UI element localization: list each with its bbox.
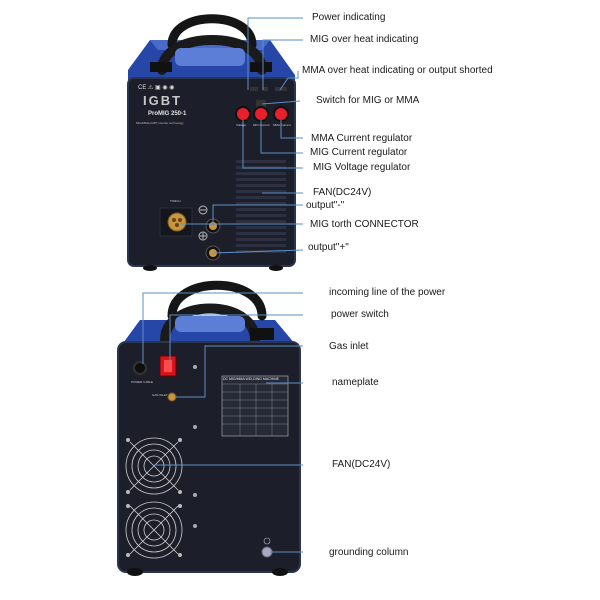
knob-label-mig-current: MIG Current (253, 123, 270, 127)
back-machine-illustration (117, 280, 303, 576)
torch-label: TORCH (170, 199, 181, 203)
callout-mig-voltage-regulator: MIG Voltage regulator (313, 162, 411, 173)
callout-nameplate: nameplate (332, 377, 379, 388)
front-cert-marks: CE ⚠ ▣ ◉ ◉ (138, 85, 175, 91)
callout-mma-current-regulator: MMA Current regulator (311, 133, 413, 144)
callout-back-fan: FAN(DC24V) (332, 459, 391, 470)
callout-gas-inlet: Gas inlet (329, 341, 369, 352)
front-view-machine: CE ⚠ ▣ ◉ ◉ IGBT ProMIG 250-1 MIG/MMA-IGB… (0, 0, 600, 280)
front-brand-logo: IGBT (143, 93, 183, 108)
knob-label-voltage: Voltage (236, 123, 247, 127)
callout-output-positive: output"+" (308, 242, 349, 253)
callout-mig-over-heat: MIG over heat indicating (310, 34, 419, 45)
back-view-machine: POWER CABLE GAS INLET DC MIG/MMA WELDING… (0, 280, 600, 600)
callout-mig-current-regulator: MIG Current regulator (310, 147, 408, 158)
callout-mig-mma-switch: Switch for MIG or MMA (316, 95, 420, 106)
front-model-name: ProMIG 250-1 (148, 111, 187, 117)
rear-fan-lower (125, 501, 183, 559)
callout-mma-over-heat: MMA over heat indicating or output short… (302, 65, 493, 76)
callout-power-switch: power switch (331, 309, 389, 320)
front-tagline: MIG/MMA-IGBT inverter technology (136, 121, 184, 125)
callout-output-negative: output"-" (306, 200, 345, 211)
knob-label-mma-current: MMA Current (273, 123, 291, 127)
gas-inlet-label: GAS INLET (152, 393, 168, 397)
front-machine-illustration (127, 14, 304, 271)
power-cable-label: POWER CABLE (131, 380, 154, 384)
callout-power-indicating: Power indicating (312, 12, 386, 23)
callout-front-fan: FAN(DC24V) (313, 187, 372, 198)
callout-mig-torch-connector: MIG torth CONNECTOR (310, 219, 419, 230)
callout-incoming-power-line: incoming line of the power (329, 287, 446, 298)
nameplate-title: DC MIG/MMA WELDING MACHINE (223, 377, 280, 381)
callout-grounding-column: grounding column (329, 547, 409, 558)
rear-fan-upper (125, 437, 183, 495)
